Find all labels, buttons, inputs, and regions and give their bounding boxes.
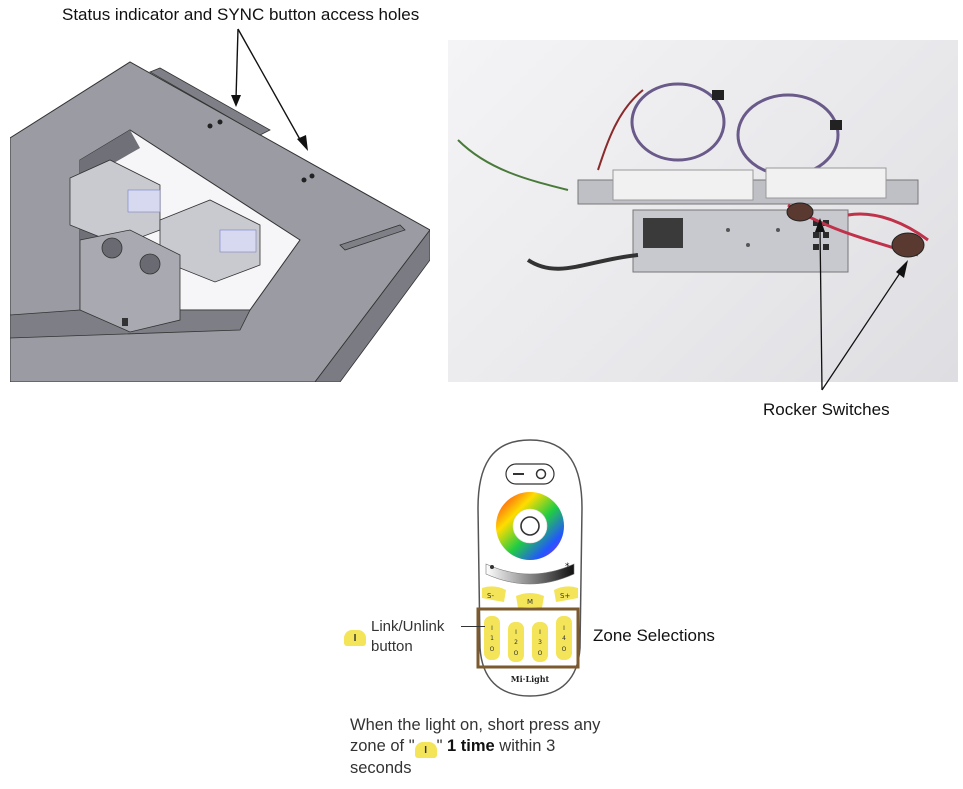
zone-2-button[interactable]: I 2 O: [508, 622, 524, 662]
svg-text:O: O: [514, 650, 519, 657]
zone-1-button[interactable]: I 1 O: [484, 616, 500, 660]
svg-text:O: O: [538, 650, 543, 657]
zone-button-icon: I: [414, 742, 437, 759]
svg-text:*: *: [565, 562, 570, 572]
zone-selection-box: [476, 607, 580, 669]
svg-text:I: I: [539, 629, 541, 636]
zone-selections-label: Zone Selections: [593, 626, 715, 645]
zone-4-button[interactable]: I 4 O: [556, 616, 572, 660]
svg-text:I: I: [491, 625, 493, 632]
svg-text:O: O: [490, 646, 495, 653]
driver-photo: [448, 40, 958, 382]
svg-text:2: 2: [514, 639, 518, 646]
mode-label: M: [527, 598, 533, 606]
link-unlink-label: Link/Unlink button: [371, 618, 445, 655]
status-holes-label: Status indicator and SYNC button access …: [62, 5, 420, 24]
svg-text:4: 4: [562, 635, 566, 642]
svg-text:1: 1: [490, 635, 494, 642]
svg-text:I: I: [515, 629, 517, 636]
link-leader-line: [461, 626, 485, 627]
driver-photo-illustration: [457, 82, 929, 273]
svg-text:O: O: [562, 646, 567, 653]
enclosure-drawing: [10, 61, 430, 382]
speed-minus-label: S-: [487, 592, 494, 600]
svg-text:3: 3: [538, 639, 542, 646]
rocker-switches-label: Rocker Switches: [763, 400, 890, 419]
status-holes-arrows: [231, 28, 308, 151]
rocker-arrows: [815, 218, 908, 391]
zone-3-button[interactable]: I 3 O: [532, 622, 548, 662]
remote-control: * S- M S+ I 1 O I 2 O I 3 O I 4 O Mi·Lig…: [476, 439, 583, 697]
remote-brand: Mi·Light: [511, 674, 550, 684]
instruction-text: When the light on, short press any zone …: [350, 716, 601, 778]
link-unlink-icon: I: [344, 630, 366, 646]
speed-plus-label: S+: [560, 592, 570, 600]
svg-text:I: I: [563, 625, 565, 632]
